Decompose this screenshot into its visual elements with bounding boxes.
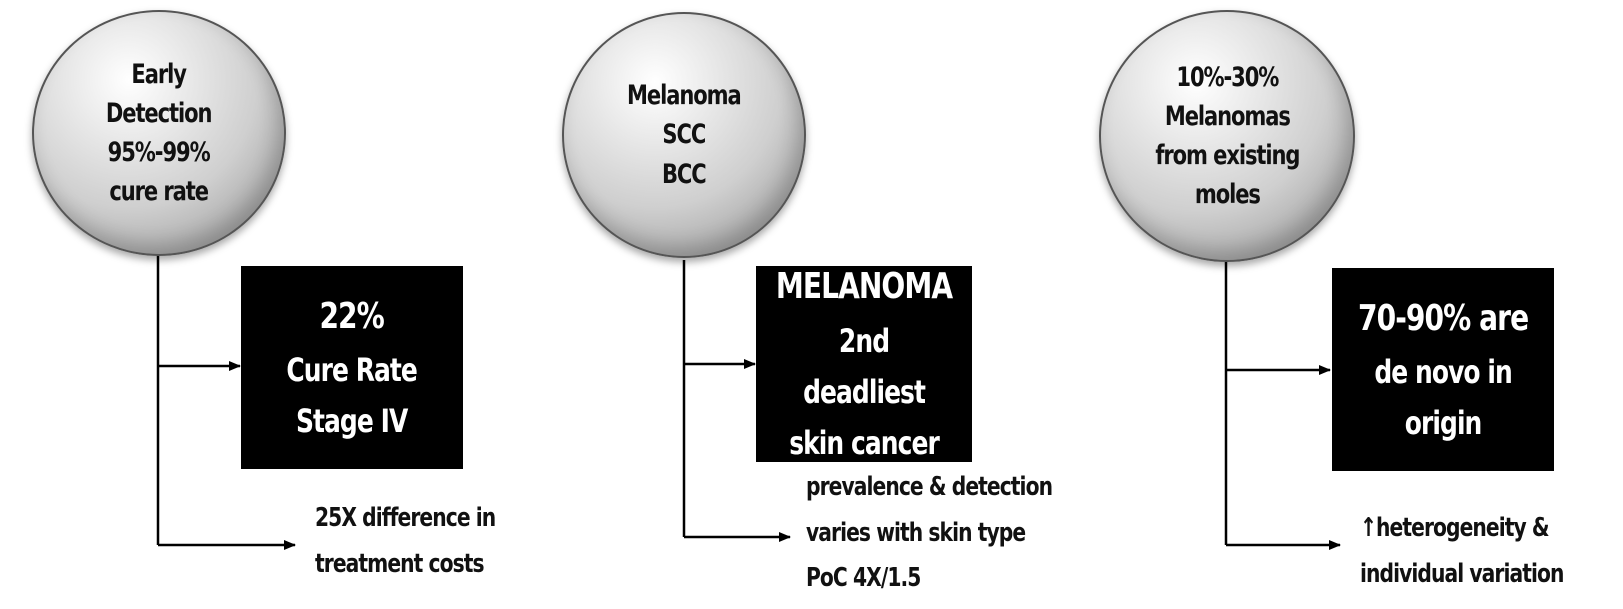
circle-node-3: 10%-30% Melanomas from existing moles [1099,10,1355,262]
circle-node-2-line-2: SCC [662,119,707,151]
circle-node-1-line-2: Detection [106,97,213,129]
box-node-3-line-2: origin [1404,404,1483,443]
circle-node-3-line-1: 10%-30% [1176,61,1279,93]
box-node-2-head: MELANOMA [775,266,953,308]
box-node-3: 70-90% are de novo in origin [1332,268,1554,471]
note-3-line-1: ↑heterogeneity & [1360,513,1550,543]
box-node-3-line-1: de novo in [1374,353,1512,392]
circle-node-2-line-3: BCC [662,158,707,190]
circle-node-1-line-3: 95%-99% [108,137,211,168]
box-node-2-text: MELANOMA 2nd deadliest skin cancer [775,258,953,469]
note-1-line-2: treatment costs [315,548,485,579]
circle-node-1-line-1: Early [131,58,188,90]
note-2-line-1: prevalence & detection [806,472,1053,502]
box-node-1-line-1: Cure Rate [286,351,418,390]
circle-node-2-text: Melanoma SCC BCC [627,76,742,193]
circle-node-1: Early Detection 95%-99% cure rate [32,10,286,256]
box-node-3-head: 70-90% are [1357,297,1529,339]
note-1: 25X difference in treatment costs [315,496,496,587]
circle-node-2-line-1: Melanoma [627,80,742,112]
circle-node-1-text: Early Detection 95%-99% cure rate [106,55,213,212]
circle-node-2: Melanoma SCC BCC [562,12,806,258]
box-node-1-text: 22% Cure Rate Stage IV [287,288,418,448]
circle-node-1-line-4: cure rate [109,176,210,208]
box-node-1-head: 22% [319,295,385,337]
circle-node-3-text: 10%-30% Melanomas from existing moles [1154,58,1300,215]
note-3-line-2: individual variation [1360,558,1564,589]
circle-node-3-line-4: moles [1194,179,1260,211]
box-node-2: MELANOMA 2nd deadliest skin cancer [756,266,972,462]
box-node-2-line-2: skin cancer [789,424,940,463]
note-1-line-1: 25X difference in [315,503,496,533]
box-node-1: 22% Cure Rate Stage IV [241,266,463,469]
box-node-1-line-2: Stage IV [296,402,408,441]
circle-node-3-line-3: from existing [1154,140,1300,171]
note-2-line-2: varies with skin type [806,517,1026,548]
box-node-3-text: 70-90% are de novo in origin [1357,290,1529,450]
box-node-2-line-1: 2nd deadliest [803,322,926,412]
note-3: ↑heterogeneity & individual variation [1360,506,1564,597]
circle-node-3-line-2: Melanomas [1164,100,1290,132]
note-2-line-3: PoC 4X/1.5 [806,563,921,593]
note-2: prevalence & detection varies with skin … [806,465,1053,602]
